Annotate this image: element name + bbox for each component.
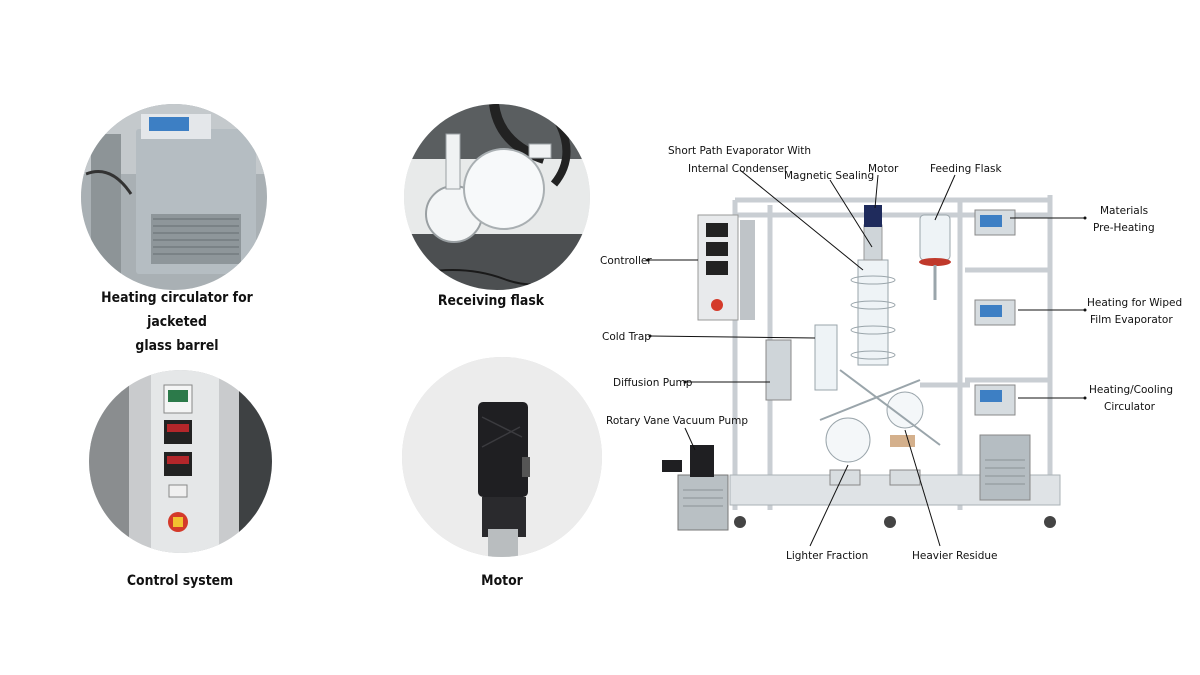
steel-frame	[732, 195, 1053, 510]
rotary-vane-pump	[677, 474, 729, 531]
label-heating-cooling-1: Heating/Cooling	[1089, 384, 1173, 396]
diagram-labels: Short Path Evaporator With Internal Cond…	[600, 145, 1182, 562]
heating-circulator-photo	[81, 104, 267, 290]
motor-photo	[402, 357, 602, 557]
label-lighter-fraction: Lighter Fraction	[786, 550, 868, 562]
label-feeding-flask: Feeding Flask	[930, 163, 1002, 175]
label-rotary-vane: Rotary Vane Vacuum Pump	[606, 415, 748, 427]
short-path-distillation-diagram: Short Path Evaporator With Internal Cond…	[590, 130, 1190, 570]
leader-lines	[648, 169, 1085, 547]
caption-line: Control system	[126, 573, 234, 589]
heavier-residue-flask	[886, 391, 924, 429]
control-system-caption: Control system	[82, 569, 278, 593]
lighter-fraction-flask	[825, 417, 871, 463]
motor-unit	[864, 205, 882, 227]
receiving-flask-caption: Receiving flask	[393, 289, 589, 313]
diffusion-pump	[765, 339, 792, 401]
label-heavier-residue: Heavier Residue	[912, 550, 998, 562]
heating-circulator-caption: Heating circulator for jacketed glass ba…	[71, 286, 283, 358]
cold-trap	[814, 324, 838, 391]
label-cold-trap: Cold Trap	[602, 331, 651, 343]
caption-line: Heating circulator for jacketed	[101, 290, 253, 330]
motor-caption: Motor	[404, 569, 600, 593]
label-diffusion-pump: Diffusion Pump	[613, 377, 693, 389]
label-motor: Motor	[868, 163, 899, 175]
label-heating-wiped-2: Film Evaporator	[1090, 314, 1173, 326]
evaporator-column	[857, 259, 889, 366]
label-controller: Controller	[600, 255, 652, 267]
receiving-flask-photo	[404, 104, 590, 290]
caption-line: Receiving flask	[437, 293, 545, 309]
label-short-path-1: Short Path Evaporator With	[668, 145, 811, 157]
caption-line: Motor	[481, 573, 523, 589]
label-magnetic-sealing: Magnetic Sealing	[784, 170, 874, 182]
label-materials-1: Materials	[1100, 205, 1148, 217]
feeding-flask	[919, 214, 951, 261]
label-heating-cooling-2: Circulator	[1104, 401, 1156, 413]
label-short-path-2: Internal Condenser	[688, 163, 789, 175]
label-materials-2: Pre-Heating	[1093, 222, 1155, 234]
label-heating-wiped-1: Heating for Wiped	[1087, 297, 1182, 309]
control-system-photo	[89, 370, 272, 553]
caption-line: glass barrel	[135, 338, 219, 354]
